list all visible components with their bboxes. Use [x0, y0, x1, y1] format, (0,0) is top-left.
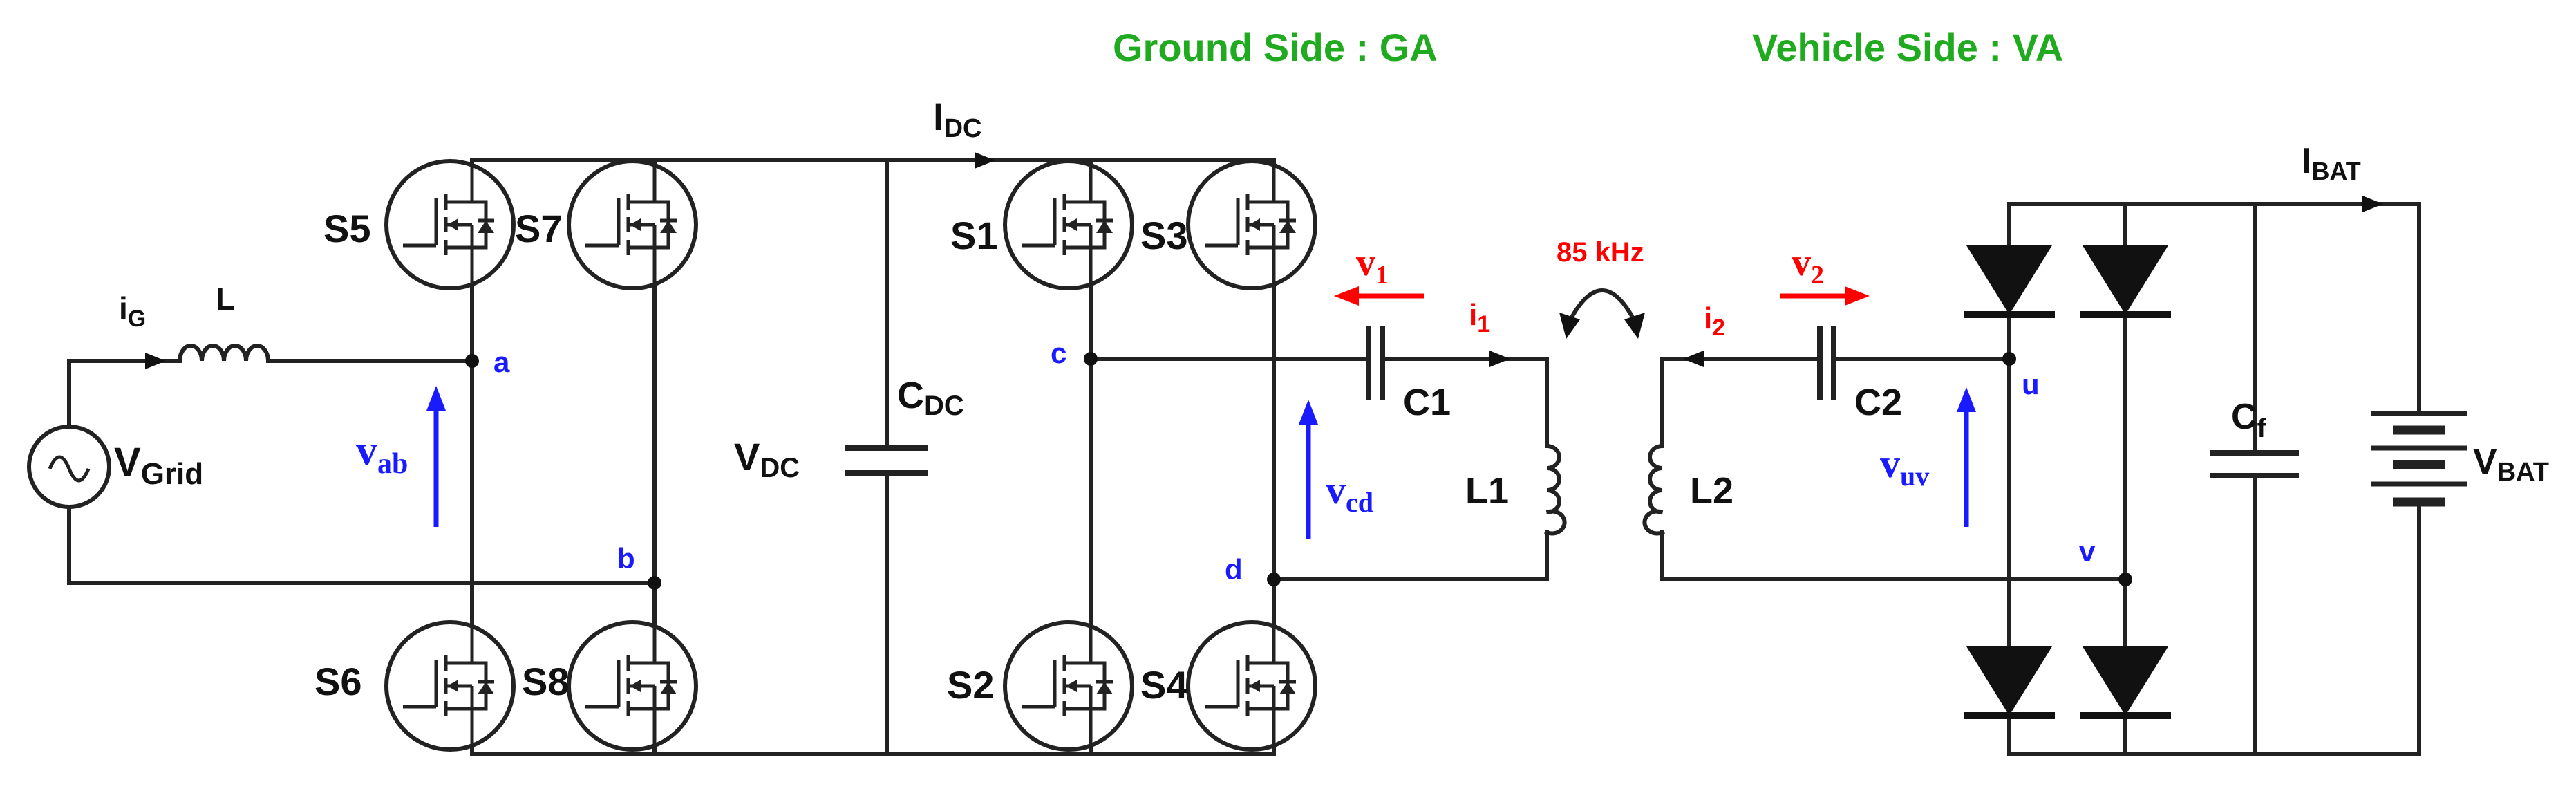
- grid-inductor-icon: [177, 344, 272, 364]
- diode-icon: [1964, 245, 2055, 315]
- node-v-label: v: [2079, 535, 2096, 568]
- switch-s2-label: S2: [947, 663, 995, 707]
- frequency-label: 85 kHz: [1557, 237, 1644, 268]
- coupling-arc: [1559, 288, 1645, 339]
- switch-s6-label: S6: [314, 660, 362, 703]
- switch-s4-label: S4: [1140, 663, 1188, 707]
- i1-label: i1: [1469, 298, 1490, 337]
- diode-icon: [2080, 245, 2171, 315]
- ibat-label: IBAT: [2302, 141, 2361, 185]
- switch-s1-label: S1: [950, 214, 998, 257]
- switch-s7-label: S7: [515, 207, 563, 250]
- mosfet-s3-icon: [1188, 161, 1315, 288]
- c1-label: C1: [1403, 382, 1451, 423]
- switch-s3-label: S3: [1140, 214, 1188, 257]
- l1-label: L1: [1465, 470, 1509, 512]
- mosfet-s2-icon: [1005, 622, 1132, 750]
- v1-label: v1: [1356, 241, 1389, 290]
- coil-voltage-arrows: [1334, 286, 1870, 306]
- vbat-label: VBAT: [2473, 442, 2549, 487]
- v2-label: v2: [1792, 241, 1824, 290]
- node-d-label: d: [1225, 553, 1243, 586]
- junction-dots: [465, 352, 2132, 590]
- node-c-label: c: [1051, 337, 1066, 369]
- mosfet-s8-icon: [569, 622, 696, 750]
- i2-label: i2: [1704, 301, 1725, 341]
- node-b-label: b: [617, 542, 635, 575]
- ac-source-icon: [27, 425, 111, 509]
- switch-s5-label: S5: [323, 207, 371, 250]
- switch-s8-label: S8: [522, 660, 570, 703]
- ground-side-header: Ground Side : GA: [1113, 26, 1438, 69]
- vuv-label: vuv: [1880, 441, 1929, 492]
- diode-icon: [1964, 646, 2055, 716]
- idc-label: IDC: [933, 95, 981, 143]
- cf-label: Cf: [2231, 397, 2266, 443]
- voltage-arrows: [426, 386, 1976, 539]
- mosfet-s6-icon: [386, 622, 514, 750]
- current-arrows: [145, 152, 2383, 369]
- vehicle-side-header: Vehicle Side : VA: [1752, 26, 2063, 69]
- vdc-label: VDC: [734, 435, 800, 483]
- diode-icon: [2080, 646, 2171, 716]
- mosfet-s4-icon: [1188, 622, 1315, 750]
- ig-label: iG: [119, 290, 146, 332]
- l-label: L: [216, 281, 235, 317]
- node-u-label: u: [2022, 368, 2040, 400]
- vab-label: vab: [356, 427, 408, 480]
- vgrid-label: VGrid: [114, 440, 203, 491]
- mosfet-s5-icon: [386, 161, 514, 288]
- node-a-label: a: [493, 346, 510, 378]
- l2-label: L2: [1690, 470, 1733, 512]
- mosfet-s1-icon: [1005, 161, 1132, 288]
- c2-label: C2: [1854, 382, 1902, 423]
- mosfet-s7-icon: [569, 161, 696, 288]
- vcd-label: vcd: [1326, 467, 1373, 518]
- cdc-label: CDC: [897, 375, 964, 421]
